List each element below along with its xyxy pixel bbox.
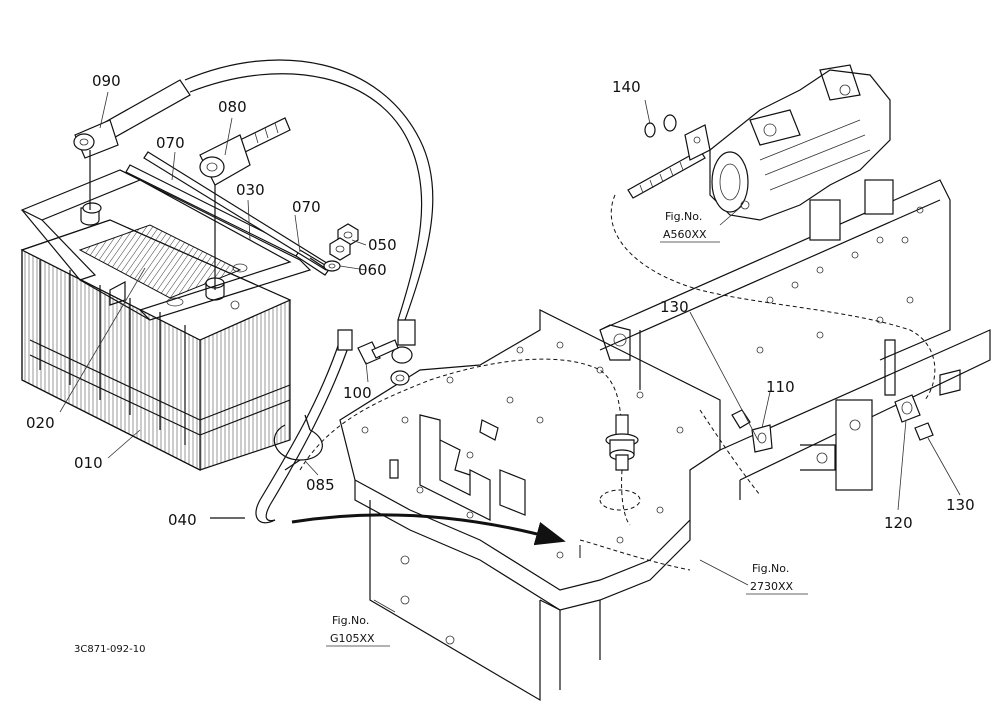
clamp-085: [273, 414, 323, 471]
battery-mount-plate: [339, 309, 721, 702]
figref-2730-code: 2730XX: [750, 580, 794, 593]
callout-090: 090: [92, 72, 121, 90]
starter-bolt-140: [627, 114, 711, 199]
wiring-routes: [299, 194, 936, 571]
figref-2730-prefix: Fig.No.: [752, 562, 789, 575]
callout-140: 140: [612, 78, 641, 96]
figref-a560: Fig.No. A560XX: [660, 210, 720, 243]
bolt-130-upper: [731, 409, 751, 429]
figref-g105-code: G105XX: [330, 632, 375, 645]
callout-010: 010: [74, 454, 103, 472]
starter-motor: [709, 64, 891, 221]
figref-g105-prefix: Fig.No.: [332, 614, 369, 627]
callout-085: 085: [306, 476, 335, 494]
callout-040: 040: [168, 511, 197, 529]
figref-2730: Fig.No. 2730XX: [746, 562, 808, 595]
cable-080: [199, 117, 291, 290]
callout-060: 060: [358, 261, 387, 279]
callout-120: 120: [884, 514, 913, 532]
callout-130-upper: 130: [660, 298, 689, 316]
ground-cable-040: [210, 329, 353, 524]
drawing-code: 3C871-092-10: [74, 644, 145, 655]
callout-070-left: 070: [156, 134, 185, 152]
nut-050: [329, 223, 359, 261]
callout-050: 050: [368, 236, 397, 254]
insertion-arrow: [291, 513, 566, 546]
figref-g105: Fig.No. G105XX: [326, 614, 390, 647]
leader-lines: [59, 91, 961, 613]
clamp-110: [751, 424, 773, 453]
battery: [20, 202, 292, 471]
callout-130-lower: 130: [946, 496, 975, 514]
figref-a560-code: A560XX: [663, 228, 707, 241]
bolt-130-lower: [914, 422, 934, 441]
figref-a560-prefix: Fig.No.: [665, 210, 702, 223]
callout-070-right: 070: [292, 198, 321, 216]
frame-rail: [599, 179, 991, 500]
callout-110: 110: [766, 378, 795, 396]
clamp-120: [894, 394, 921, 423]
callout-020: 020: [26, 414, 55, 432]
callout-030: 030: [236, 181, 265, 199]
bolt-100: [357, 339, 399, 365]
callout-080: 080: [218, 98, 247, 116]
callout-100: 100: [343, 384, 372, 402]
battery-holder-030: [20, 169, 312, 321]
washer-060: [323, 260, 341, 272]
post-terminal: [605, 414, 639, 471]
cable-090: [73, 59, 434, 386]
